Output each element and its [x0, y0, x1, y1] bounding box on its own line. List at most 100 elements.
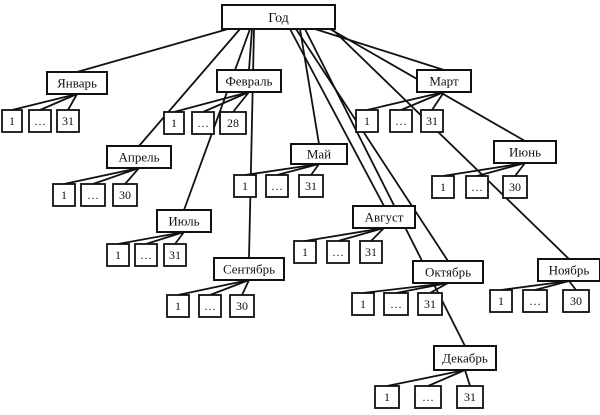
day-box-8-3-label: 31 — [365, 245, 377, 259]
edge-month-2-to-day-1 — [173, 91, 250, 113]
day-box-2-2: … — [191, 111, 215, 135]
edge-month-1-to-day-1 — [11, 93, 78, 111]
day-box-2-2-label: … — [197, 116, 209, 130]
edge-root-to-month-5 — [299, 28, 320, 145]
edge-month-1-to-day-3 — [67, 93, 78, 111]
day-box-7-3: 31 — [163, 243, 187, 267]
month-box-12: Декабрь — [433, 345, 497, 371]
day-box-5-3-frame — [298, 174, 324, 198]
edge-month-3-to-day-2 — [400, 91, 445, 111]
day-box-3-3: 31 — [420, 109, 444, 133]
edge-root-to-month-11 — [331, 28, 570, 260]
day-box-1-2-label: … — [34, 114, 46, 128]
day-box-12-3: 31 — [456, 385, 484, 409]
day-box-7-1-frame — [106, 243, 130, 267]
month-box-6-label: Июнь — [509, 145, 541, 160]
edge-root-to-month-8 — [289, 28, 385, 207]
day-box-5-1-frame — [233, 174, 257, 198]
day-box-3-1-frame — [355, 109, 379, 133]
day-box-1-1-frame — [1, 109, 23, 133]
edge-month-11-to-day-2 — [534, 280, 570, 291]
day-box-11-2: … — [522, 289, 548, 313]
day-box-10-1-frame — [351, 292, 375, 316]
day-box-6-1-label: 1 — [440, 180, 446, 194]
day-box-5-2-label: … — [271, 179, 283, 193]
month-box-1: Январь — [46, 71, 108, 95]
edge-month-5-to-day-2 — [276, 163, 320, 176]
day-box-1-3-label: 31 — [62, 114, 74, 128]
edge-month-8-to-day-3 — [370, 227, 385, 242]
day-box-7-3-frame — [163, 243, 187, 267]
edge-month-3-to-day-3 — [431, 91, 445, 111]
month-box-1-label: Январь — [57, 76, 97, 91]
month-box-7: Июль — [156, 209, 212, 233]
edge-month-6-to-day-2 — [476, 162, 526, 177]
edge-month-2-to-day-2 — [202, 91, 250, 113]
edge-month-9-to-day-1 — [177, 279, 250, 296]
day-box-7-2-label: … — [140, 248, 152, 262]
day-box-11-3-frame — [562, 289, 590, 313]
edge-month-9-to-day-2 — [209, 279, 250, 296]
edge-month-2-to-day-3 — [232, 91, 250, 113]
day-box-1-3: 31 — [56, 109, 80, 133]
month-box-12-label: Декабрь — [442, 351, 488, 366]
day-box-2-2-frame — [191, 111, 215, 135]
day-box-12-2: … — [414, 385, 442, 409]
day-box-7-1: 1 — [106, 243, 130, 267]
day-box-8-3: 31 — [359, 240, 383, 264]
month-box-5-label: Май — [307, 147, 331, 162]
edge-month-11-to-day-1 — [500, 280, 570, 291]
edge-root-to-month-1 — [76, 28, 229, 73]
day-box-2-1: 1 — [163, 111, 185, 135]
day-box-6-1-frame — [431, 175, 455, 199]
day-box-6-3-frame — [502, 175, 528, 199]
month-box-4: Апрель — [106, 145, 172, 169]
tree-nodes: ГодЯнварь1…31Февраль1…28Март1…31Апрель1…… — [1, 4, 600, 409]
month-box-11-frame — [537, 258, 600, 282]
edge-month-12-to-day-2 — [427, 369, 466, 387]
edge-month-8-to-day-1 — [304, 227, 385, 242]
month-box-9-label: Сентябрь — [223, 262, 275, 277]
month-box-3: Март — [416, 69, 472, 93]
day-box-5-3-label: 31 — [305, 179, 317, 193]
day-box-3-3-label: 31 — [426, 114, 438, 128]
edge-month-12-to-day-3 — [464, 369, 471, 387]
edge-month-7-to-day-1 — [117, 231, 185, 245]
day-box-10-1: 1 — [351, 292, 375, 316]
day-box-5-1-label: 1 — [242, 179, 248, 193]
month-box-7-label: Июль — [168, 214, 199, 229]
day-box-10-3-frame — [417, 292, 443, 316]
month-box-6: Июнь — [493, 140, 557, 164]
root-year-box-frame — [221, 4, 336, 30]
month-box-8-frame — [352, 205, 416, 229]
root-year-box-label: Год — [268, 11, 289, 26]
month-box-1-frame — [46, 71, 108, 95]
day-box-8-1-label: 1 — [302, 245, 308, 259]
day-box-5-2-frame — [265, 174, 289, 198]
edge-month-4-to-day-3 — [124, 167, 140, 185]
edge-month-7-to-day-2 — [145, 231, 185, 245]
day-box-7-3-label: 31 — [169, 248, 181, 262]
day-box-2-1-frame — [163, 111, 185, 135]
month-box-3-label: Март — [429, 74, 459, 89]
day-box-8-1-frame — [293, 240, 317, 264]
day-box-1-2-frame — [28, 109, 52, 133]
day-box-9-2-frame — [198, 294, 222, 318]
day-box-5-1: 1 — [233, 174, 257, 198]
day-box-8-2-frame — [326, 240, 350, 264]
day-box-9-1-frame — [166, 294, 190, 318]
month-box-5: Май — [290, 143, 348, 165]
day-box-4-3-label: 30 — [119, 188, 131, 202]
month-box-3-frame — [416, 69, 472, 93]
day-box-11-1-label: 1 — [498, 294, 504, 308]
day-box-6-3: 30 — [502, 175, 528, 199]
day-box-12-1-frame — [374, 385, 400, 409]
edge-root-to-month-4 — [138, 28, 241, 147]
edge-month-10-to-day-2 — [395, 282, 449, 294]
edge-root-to-month-9 — [248, 28, 255, 259]
day-box-2-3-label: 28 — [227, 116, 239, 130]
day-box-11-2-frame — [522, 289, 548, 313]
day-box-10-1-label: 1 — [360, 297, 366, 311]
month-box-11: Ноябрь — [537, 258, 600, 282]
